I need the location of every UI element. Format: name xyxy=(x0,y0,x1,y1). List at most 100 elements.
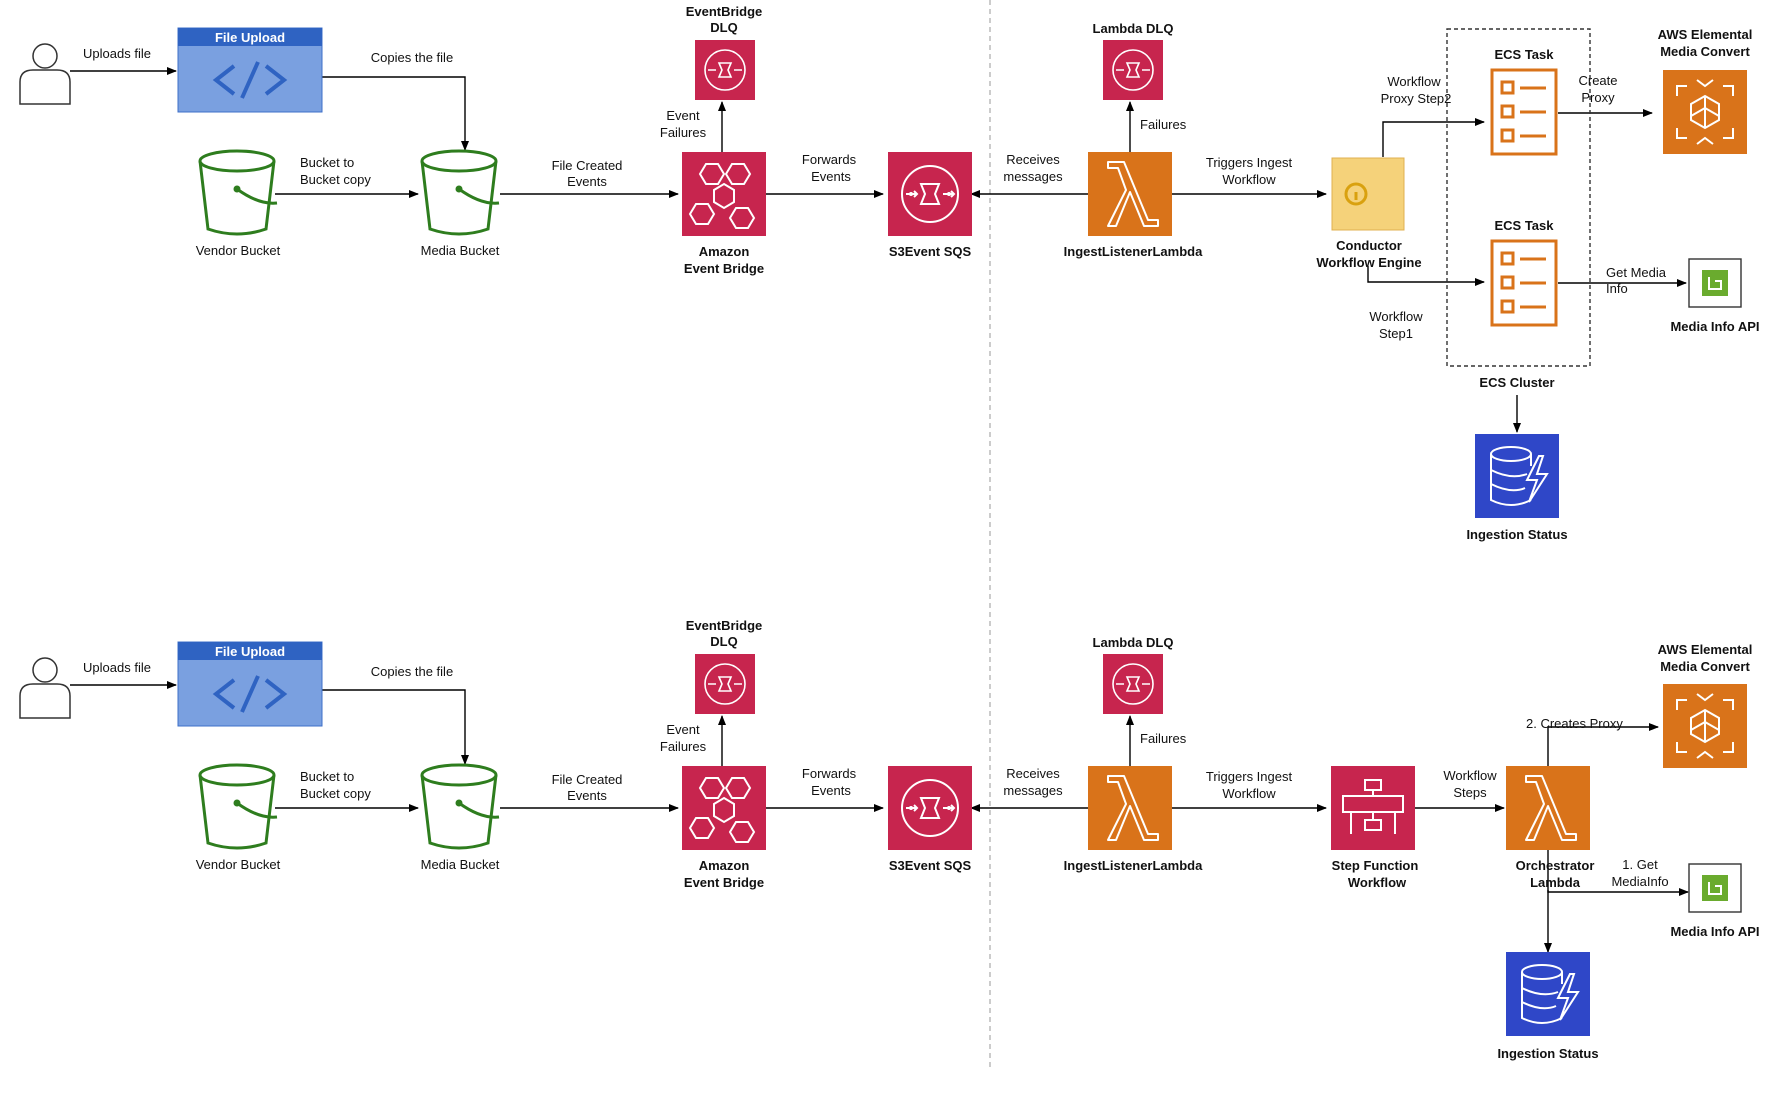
edge-label: messages xyxy=(1003,783,1063,798)
dynamodb-icon xyxy=(1505,951,1591,1037)
node-label: Event Bridge xyxy=(684,875,764,890)
node-label: IngestListenerLambda xyxy=(1064,858,1203,873)
node-label: AWS Elemental xyxy=(1658,642,1753,657)
node-label: Lambda xyxy=(1530,875,1581,890)
edge-label: Bucket copy xyxy=(300,172,371,187)
sqs-icon xyxy=(887,151,973,237)
orchestrator-lambda-icon xyxy=(1505,765,1591,851)
edge-label: Proxy Step2 xyxy=(1381,91,1452,106)
sqs-icon xyxy=(887,765,973,851)
node-label: Amazon xyxy=(699,244,750,259)
bottom-diagram: File Upload Uploads file Copies the file… xyxy=(19,618,1760,1061)
edge-label: 2. Creates Proxy xyxy=(1526,716,1623,731)
node-label: ECS Task xyxy=(1494,218,1554,233)
edge-label: Forwards xyxy=(802,152,857,167)
dynamodb-icon xyxy=(1474,433,1560,519)
lambda-icon xyxy=(1087,765,1173,851)
edge-label: Step1 xyxy=(1379,326,1413,341)
top-diagram: File Upload Uploads file Copies the file… xyxy=(19,4,1760,542)
node-label: Media Convert xyxy=(1660,659,1750,674)
node-label: S3Event SQS xyxy=(889,858,972,873)
edge-label: Events xyxy=(811,783,851,798)
edge-label: Workflow xyxy=(1387,74,1441,89)
node-label: EventBridge xyxy=(686,4,763,19)
node-label: Media Bucket xyxy=(421,243,500,258)
node-label: Event Bridge xyxy=(684,261,764,276)
node-label: Workflow Engine xyxy=(1316,255,1421,270)
edge-label: Bucket to xyxy=(300,155,354,170)
media-info-api-icon xyxy=(1688,863,1742,913)
node-label: Step Function xyxy=(1332,858,1419,873)
eventbridge-dlq-icon xyxy=(694,39,756,101)
edge-label: Forwards xyxy=(802,766,857,781)
node-label: AWS Elemental xyxy=(1658,27,1753,42)
edge-label: Triggers Ingest xyxy=(1206,155,1293,170)
ecs-task-icon xyxy=(1490,239,1558,327)
edge-label: Copies the file xyxy=(371,50,453,65)
edge-label: 1. Get xyxy=(1622,857,1658,872)
edge-label: Triggers Ingest xyxy=(1206,769,1293,784)
edge-label: Info xyxy=(1606,281,1628,296)
node-label: Vendor Bucket xyxy=(196,857,281,872)
edge-label: Events xyxy=(567,174,607,189)
media-bucket-icon xyxy=(420,763,501,850)
node-label: Ingestion Status xyxy=(1497,1046,1598,1061)
node-label: Media Info API xyxy=(1670,319,1759,334)
node-label: Media Convert xyxy=(1660,44,1750,59)
node-label: Workflow xyxy=(1348,875,1407,890)
edge-label: Workflow xyxy=(1443,768,1497,783)
lambda-icon xyxy=(1087,151,1173,237)
media-convert-icon xyxy=(1662,69,1748,155)
node-label: Vendor Bucket xyxy=(196,243,281,258)
node-label: Lambda DLQ xyxy=(1093,635,1174,650)
edge-label: Receives xyxy=(1006,152,1060,167)
node-label: S3Event SQS xyxy=(889,244,972,259)
user-icon xyxy=(19,657,71,719)
edge-label: Steps xyxy=(1453,785,1487,800)
edge-label: Workflow xyxy=(1369,309,1423,324)
edge-label: Workflow xyxy=(1222,786,1276,801)
node-label: DLQ xyxy=(710,20,737,35)
ecs-cluster-boundary xyxy=(1446,28,1591,367)
node-label: Media Info API xyxy=(1670,924,1759,939)
edge-label: Event xyxy=(666,108,700,123)
node-label: Media Bucket xyxy=(421,857,500,872)
edge-label: File Created xyxy=(552,158,623,173)
node-label: DLQ xyxy=(710,634,737,649)
media-convert-icon xyxy=(1662,683,1748,769)
edge-label: Copies the file xyxy=(371,664,453,679)
vendor-bucket-icon xyxy=(198,763,279,850)
eventbridge-icon xyxy=(681,151,767,237)
edge-label: Uploads file xyxy=(83,46,151,61)
edge-label: Failures xyxy=(660,739,707,754)
edge-label: Proxy xyxy=(1581,90,1615,105)
edge-label: Failures xyxy=(1140,731,1187,746)
node-label: ECS Task xyxy=(1494,47,1554,62)
edge-label: Failures xyxy=(1140,117,1187,132)
node-label: Lambda DLQ xyxy=(1093,21,1174,36)
lambda-dlq-icon xyxy=(1102,39,1164,101)
file-upload-title: File Upload xyxy=(215,644,285,659)
edge-label: Event xyxy=(666,722,700,737)
vendor-bucket-icon xyxy=(198,149,279,236)
step-function-icon xyxy=(1330,765,1416,851)
media-bucket-icon xyxy=(420,149,501,236)
edge-label: Events xyxy=(811,169,851,184)
edge-label: MediaInfo xyxy=(1611,874,1668,889)
file-upload-title: File Upload xyxy=(215,30,285,45)
node-label: ECS Cluster xyxy=(1479,375,1554,390)
edge-label: Receives xyxy=(1006,766,1060,781)
user-icon xyxy=(19,43,71,105)
edge-label: File Created xyxy=(552,772,623,787)
edge-label: Bucket copy xyxy=(300,786,371,801)
conductor-icon xyxy=(1330,156,1406,232)
edge-label: Failures xyxy=(660,125,707,140)
edge-label: Events xyxy=(567,788,607,803)
node-label: Amazon xyxy=(699,858,750,873)
edge-label: Get Media xyxy=(1606,265,1667,280)
node-label: Ingestion Status xyxy=(1466,527,1567,542)
edge-label: Workflow xyxy=(1222,172,1276,187)
eventbridge-dlq-icon xyxy=(694,653,756,715)
edge-label: messages xyxy=(1003,169,1063,184)
